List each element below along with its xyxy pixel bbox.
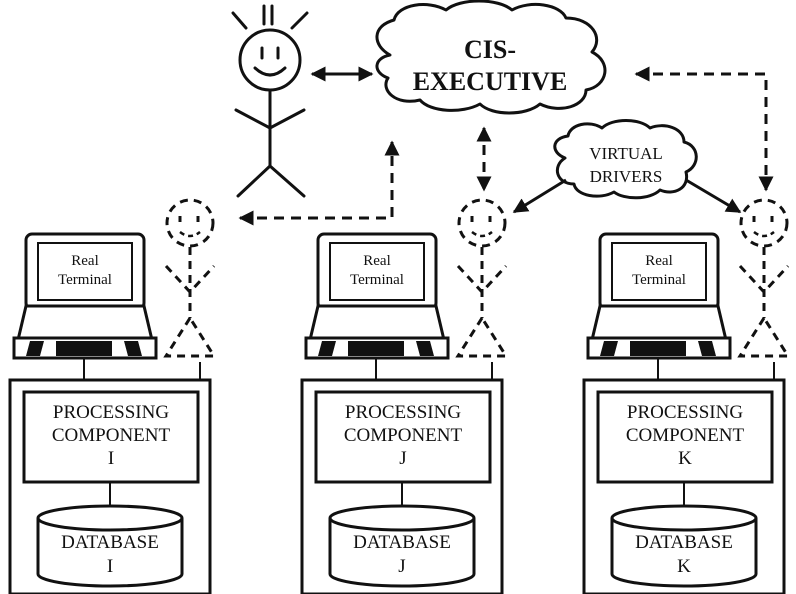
- terminal-label-line2: Terminal: [350, 272, 404, 288]
- terminal-label-line2: Terminal: [58, 272, 112, 288]
- arrow-executive-driver-k: [634, 66, 774, 192]
- cis-executive-cloud: CIS- EXECUTIVE: [375, 0, 607, 115]
- processing-id: I: [108, 448, 114, 469]
- terminal-label-line1: Real: [363, 253, 391, 269]
- processing-label-line1: PROCESSING: [345, 402, 461, 423]
- executive-label-line1: CIS-: [464, 35, 516, 64]
- node-k: Real Terminal PROCESSING COMPONENT K DAT…: [582, 198, 790, 594]
- database-label: DATABASE: [353, 532, 451, 553]
- node-j: Real Terminal PROCESSING COMPONENT J DAT…: [300, 198, 508, 594]
- processing-label-line1: PROCESSING: [627, 402, 743, 423]
- virtual-drivers-label-line2: DRIVERS: [590, 167, 663, 186]
- terminal-label-line1: Real: [645, 253, 673, 269]
- processing-id: K: [678, 448, 692, 469]
- human-operator-icon: [231, 4, 309, 198]
- terminal-label-line1: Real: [71, 253, 99, 269]
- processing-label-line2: COMPONENT: [344, 425, 463, 446]
- database-id: J: [398, 556, 405, 577]
- processing-label-line2: COMPONENT: [52, 425, 171, 446]
- processing-label-line2: COMPONENT: [626, 425, 745, 446]
- terminal-label-line2: Terminal: [632, 272, 686, 288]
- database-label: DATABASE: [635, 532, 733, 553]
- node-i: Real Terminal PROCESSING COMPONENT I DAT…: [8, 198, 216, 594]
- arrow-driver-i-human: [238, 140, 400, 226]
- database-id: K: [677, 556, 691, 577]
- virtual-drivers-cloud: VIRTUAL DRIVERS: [553, 119, 698, 200]
- database-label: DATABASE: [61, 532, 159, 553]
- processing-id: J: [399, 448, 406, 469]
- virtual-drivers-label-line1: VIRTUAL: [589, 144, 663, 163]
- arrow-drivers-to-j: [512, 178, 567, 214]
- processing-label-line1: PROCESSING: [53, 402, 169, 423]
- arrow-drivers-to-k: [685, 178, 742, 214]
- executive-label-line2: EXECUTIVE: [413, 67, 568, 96]
- database-id: I: [107, 556, 113, 577]
